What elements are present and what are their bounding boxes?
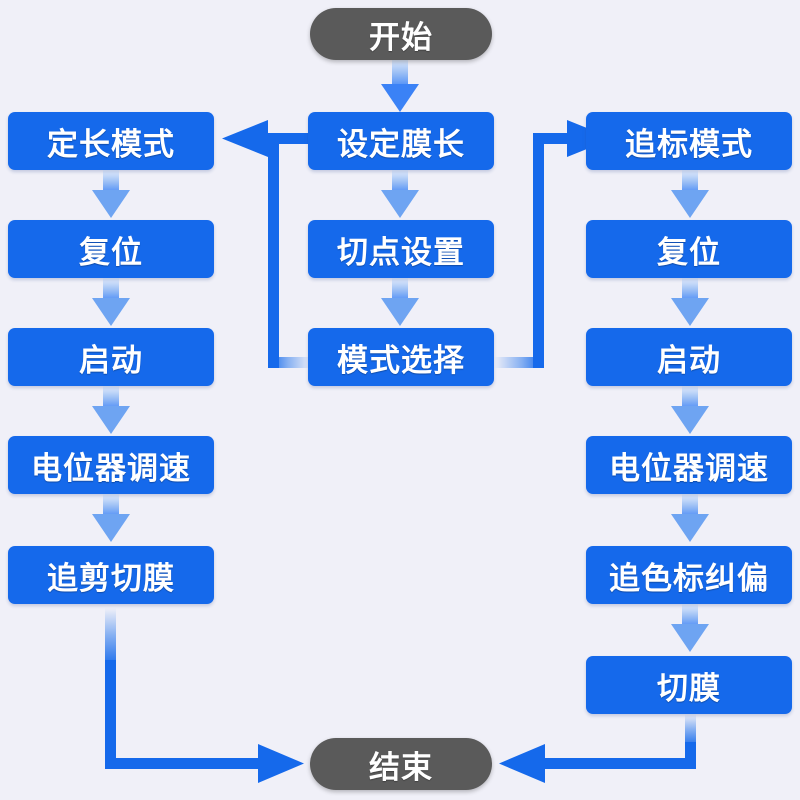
node-fixed-length-mode[interactable]: 定长模式	[8, 112, 214, 170]
node-mode-selection-label: 模式选择	[337, 342, 465, 378]
node-left-reset[interactable]: 复位	[8, 220, 214, 278]
node-left-potentiometer[interactable]: 电位器调速	[8, 436, 214, 494]
node-cut-film-label: 切膜	[657, 670, 721, 706]
node-start-label: 开始	[369, 19, 433, 55]
arrow-left-start-to-left-potentiometer	[92, 386, 130, 434]
node-left-start-label: 启动	[79, 342, 143, 378]
arrow-fixed-length-to-left-reset	[92, 170, 130, 218]
arrow-left-reset-to-left-start	[92, 278, 130, 326]
arrow-mark-tracking-to-right-reset	[671, 170, 709, 218]
arrow-left-potentiometer-to-chase-cut	[92, 494, 130, 542]
node-color-mark-correction[interactable]: 追色标纠偏	[586, 546, 792, 604]
node-chase-cut-film-label: 追剪切膜	[47, 560, 175, 596]
node-chase-cut-film[interactable]: 追剪切膜	[8, 546, 214, 604]
node-start[interactable]: 开始	[310, 8, 492, 60]
arrow-color-mark-to-cut-film	[671, 604, 709, 652]
node-end[interactable]: 结束	[310, 738, 492, 790]
arrow-right-reset-to-right-start	[671, 278, 709, 326]
arrow-cut-point-to-mode-selection	[381, 278, 419, 326]
node-right-potentiometer-label: 电位器调速	[609, 450, 769, 486]
edge-chase-cut-to-end	[105, 608, 304, 783]
node-right-reset[interactable]: 复位	[586, 220, 792, 278]
node-right-potentiometer[interactable]: 电位器调速	[586, 436, 792, 494]
node-left-potentiometer-label: 电位器调速	[31, 450, 191, 486]
node-set-film-length-label: 设定膜长	[337, 126, 465, 162]
node-right-start-label: 启动	[657, 342, 721, 378]
node-mode-selection[interactable]: 模式选择	[308, 328, 494, 386]
node-right-reset-label: 复位	[657, 234, 721, 270]
node-cut-point-setting[interactable]: 切点设置	[308, 220, 494, 278]
node-fixed-length-mode-label: 定长模式	[47, 126, 175, 162]
node-left-start[interactable]: 启动	[8, 328, 214, 386]
arrow-right-start-to-right-potentiometer	[671, 386, 709, 434]
edge-cut-film-to-end	[499, 714, 696, 783]
node-mark-tracking-mode[interactable]: 追标模式	[586, 112, 792, 170]
arrow-start-to-set-film-length	[381, 58, 419, 112]
node-left-reset-label: 复位	[79, 234, 143, 270]
node-cut-point-setting-label: 切点设置	[337, 234, 465, 270]
node-right-start[interactable]: 启动	[586, 328, 792, 386]
node-cut-film[interactable]: 切膜	[586, 656, 792, 714]
edge-mode-selection-to-fixed-length	[222, 120, 312, 368]
node-mark-tracking-mode-label: 追标模式	[625, 126, 753, 162]
node-set-film-length[interactable]: 设定膜长	[308, 112, 494, 170]
node-color-mark-correction-label: 追色标纠偏	[609, 560, 769, 596]
arrow-right-potentiometer-to-color-mark	[671, 494, 709, 542]
node-end-label: 结束	[369, 749, 433, 785]
arrow-set-film-length-to-cut-point	[381, 170, 419, 218]
